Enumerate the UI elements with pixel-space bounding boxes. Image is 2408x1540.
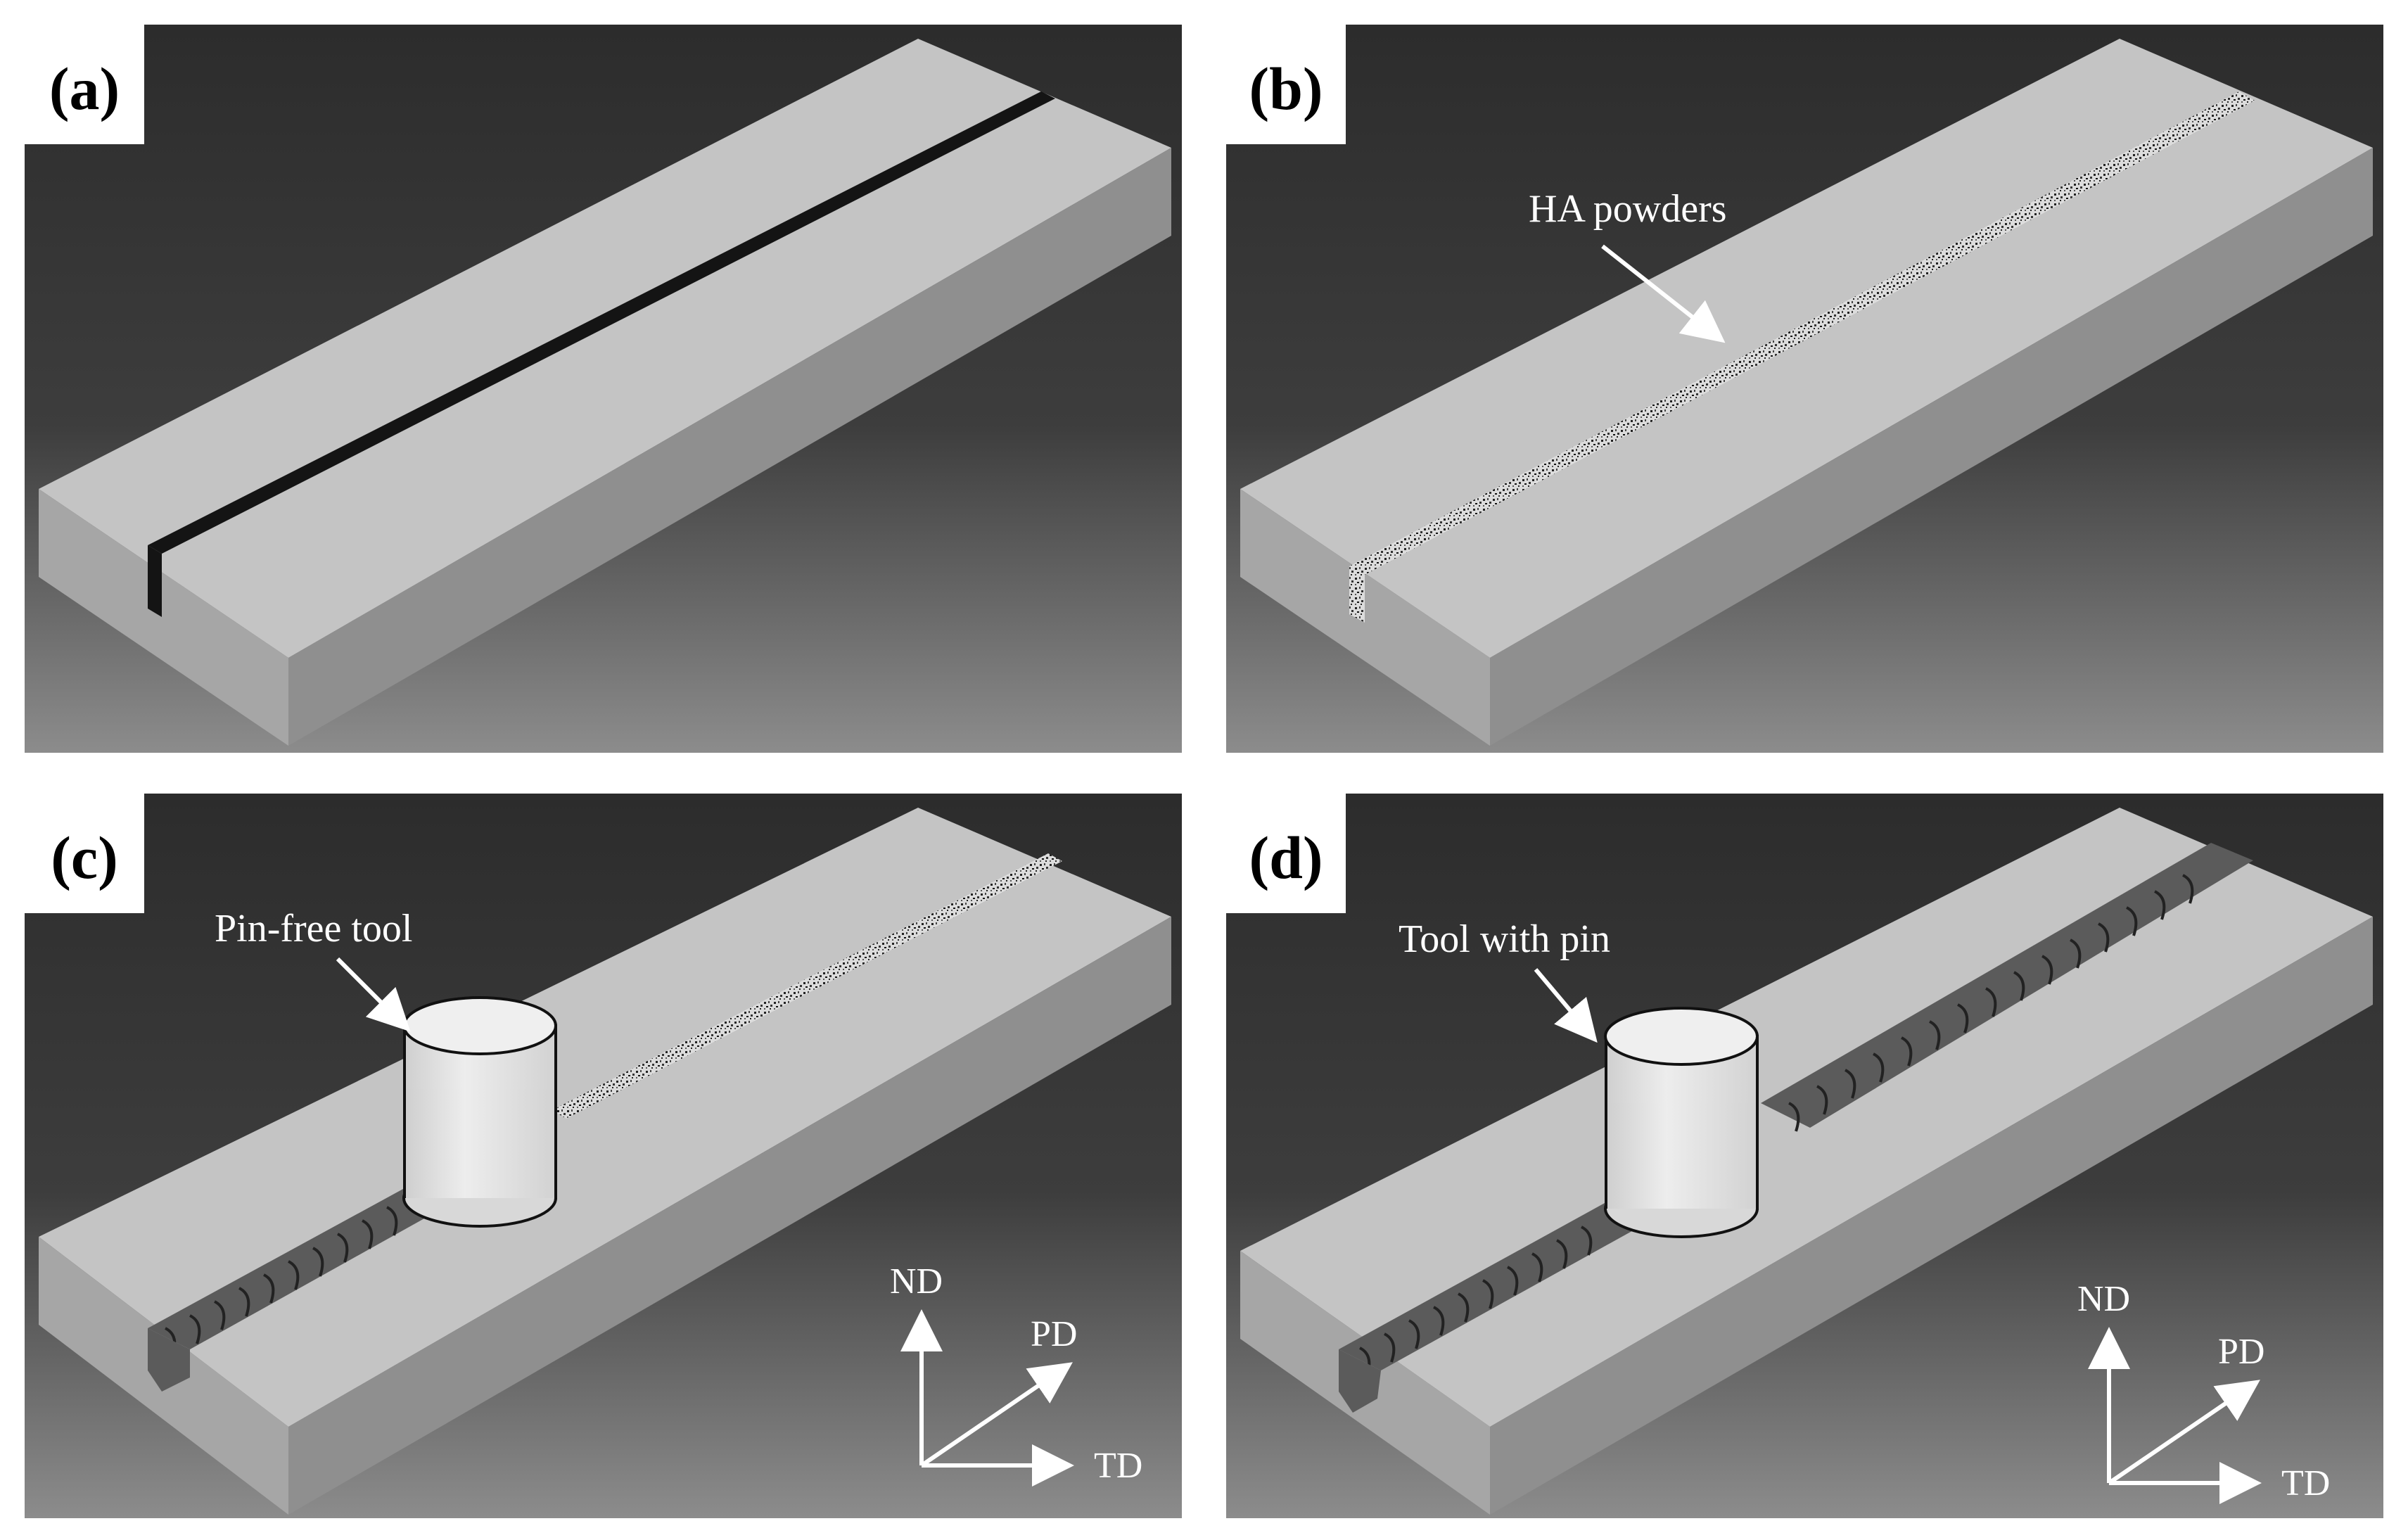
coordinate-axes: [900, 1309, 1074, 1487]
coordinate-axes: [2088, 1327, 2262, 1504]
plate-front-face: [1240, 489, 1490, 746]
axis-label-pd: PD: [2218, 1332, 2264, 1372]
panel-b: HA powders (b): [1226, 25, 2383, 753]
stir-zone: [1339, 1195, 1662, 1370]
callout-text: HA powders: [1529, 187, 1727, 231]
callout-text: Tool with pin: [1399, 917, 1610, 961]
powder-filled-groove: [552, 853, 1062, 1119]
pin-free-tool: [402, 996, 557, 1228]
stir-zone-end: [148, 1328, 190, 1392]
axis-label-nd: ND: [2077, 1279, 2130, 1319]
stir-zone-end: [1339, 1349, 1381, 1413]
stir-zone: [148, 1181, 461, 1349]
callout-arrow: [336, 957, 411, 1032]
panel-a: (a): [25, 25, 1182, 753]
panel-label-box: [25, 25, 144, 144]
panel-label-box: [1226, 25, 1346, 144]
panel-label: (b): [1249, 55, 1323, 122]
stir-zone-arcs: [1358, 1226, 1593, 1377]
panel-label: (c): [51, 824, 117, 891]
panel-label: (d): [1249, 824, 1323, 891]
powder-groove-end: [1349, 566, 1365, 623]
callout-arrow: [1601, 244, 1726, 343]
plate-right-face: [288, 917, 1171, 1515]
panel-c: Pin-free tool ND PD TD (c): [25, 794, 1182, 1518]
plate-right-face: [1490, 917, 2373, 1515]
panel-label: (a): [49, 55, 120, 122]
plate-front-face: [39, 489, 288, 746]
panel-label-box: [1226, 794, 1346, 913]
stir-zone-arcs: [1788, 874, 2194, 1132]
panel-d: Tool with pin ND PD TD (d): [1226, 794, 2383, 1518]
axis-label-nd: ND: [890, 1261, 943, 1302]
stir-zone: [1761, 843, 2253, 1128]
groove-end: [148, 545, 162, 617]
axis-label-pd: PD: [1031, 1314, 1077, 1354]
axis-label-td: TD: [2281, 1463, 2330, 1503]
tool-with-pin: [1604, 1007, 1759, 1238]
plate-right-face: [1490, 148, 2373, 746]
plate-top-face: [1240, 39, 2373, 658]
callout-arrow: [1534, 968, 1598, 1043]
groove: [148, 91, 1055, 554]
axis-label-td: TD: [1094, 1446, 1142, 1486]
panel-label-box: [25, 794, 144, 913]
callout-text: Pin-free tool: [215, 907, 412, 950]
plate-right-face: [288, 148, 1171, 746]
stir-zone-arcs: [164, 1206, 398, 1357]
powder-filled-groove: [1349, 91, 2255, 575]
plate-top-face: [39, 39, 1171, 658]
